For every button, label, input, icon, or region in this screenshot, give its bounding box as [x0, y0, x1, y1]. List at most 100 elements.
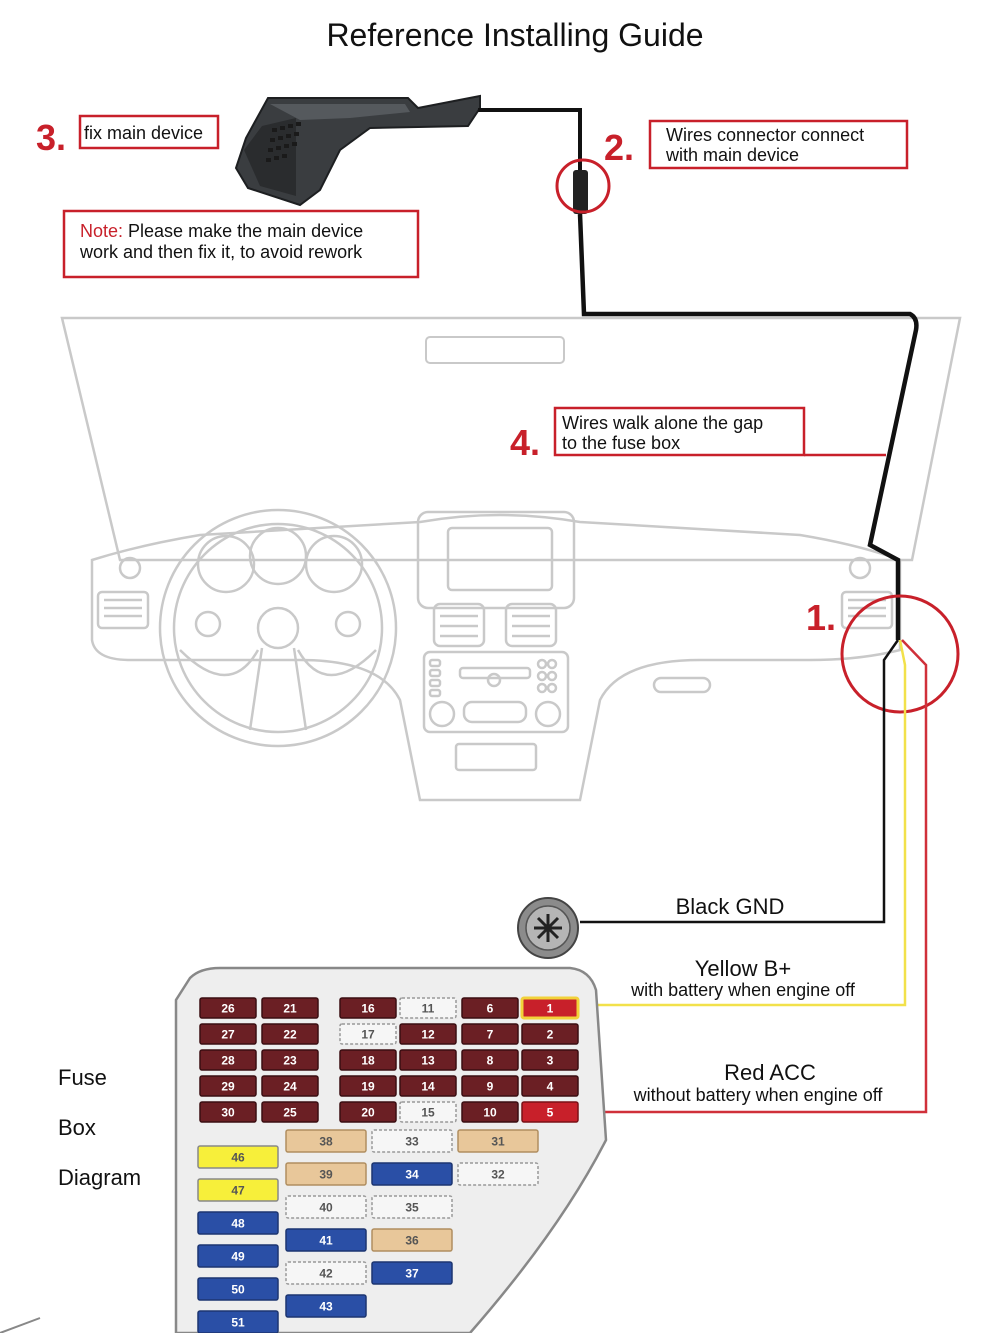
- fuse-label-32: 32: [491, 1168, 505, 1182]
- fuse-36: [371, 1228, 453, 1252]
- step4-line1: Wires walk alone the gap: [562, 413, 763, 433]
- fuse-label-19: 19: [361, 1080, 375, 1094]
- fuse-label-14: 14: [421, 1080, 435, 1094]
- fuse-12: [399, 1023, 457, 1045]
- fuse-label-10: 10: [483, 1106, 497, 1120]
- fuse-label-33: 33: [405, 1135, 419, 1149]
- fuse-4: [521, 1075, 579, 1097]
- fuse-21: [261, 997, 319, 1019]
- fuse-41: [285, 1228, 367, 1252]
- fuse-box-label-1: Fuse: [58, 1065, 107, 1090]
- step1-number: 1.: [806, 597, 836, 638]
- fuse-label-30: 30: [221, 1106, 235, 1120]
- fuse-label-36: 36: [405, 1234, 419, 1248]
- fuse-8: [461, 1049, 519, 1071]
- step4-line2: to the fuse box: [562, 433, 680, 453]
- fuse-label-28: 28: [221, 1054, 235, 1068]
- fuse-label-17: 17: [361, 1028, 375, 1042]
- step3-number: 3.: [36, 117, 66, 158]
- note-line2: work and then fix it, to avoid rework: [79, 242, 363, 262]
- step1-highlight-circle: [840, 594, 960, 714]
- fuse-label-40: 40: [319, 1201, 333, 1215]
- fuse-label-43: 43: [319, 1300, 333, 1314]
- fuse-37: [371, 1261, 453, 1285]
- fuse-label-9: 9: [487, 1080, 494, 1094]
- fuse-label-15: 15: [421, 1106, 435, 1120]
- fuse-label-25: 25: [283, 1106, 297, 1120]
- fuse-label-20: 20: [361, 1106, 375, 1120]
- wire-along-windshield: [577, 213, 919, 640]
- fuse-9: [461, 1075, 519, 1097]
- fuse-label-13: 13: [421, 1054, 435, 1068]
- steering-wheel: [158, 508, 398, 748]
- note-line1: Note: Please make the main device: [80, 221, 363, 241]
- fuse-7: [461, 1023, 519, 1045]
- step4-number: 4.: [510, 422, 540, 463]
- red-acc-label: Red ACC: [724, 1060, 816, 1085]
- fuse-label-39: 39: [319, 1168, 333, 1182]
- center-console: [416, 510, 576, 772]
- fuse-label-11: 11: [422, 1002, 435, 1016]
- fuse-42: [285, 1261, 367, 1285]
- fuse-38: [285, 1129, 367, 1153]
- fuse-label-2: 2: [547, 1028, 554, 1042]
- fuse-11: [399, 997, 457, 1019]
- wire-red-acc: [580, 639, 928, 1114]
- yellow-bplus-label: Yellow B+: [695, 956, 791, 981]
- fuse-label-48: 48: [231, 1217, 245, 1231]
- fuse-27: [199, 1023, 257, 1045]
- ground-bolt-icon: [517, 897, 579, 959]
- fuse-label-27: 27: [221, 1028, 235, 1042]
- fuse-49: [197, 1244, 279, 1268]
- fuse-34: [371, 1162, 453, 1186]
- fuse-25: [261, 1101, 319, 1123]
- fuse-label-4: 4: [547, 1080, 554, 1094]
- fuse-20: [339, 1101, 397, 1123]
- fuse-label-37: 37: [405, 1267, 419, 1281]
- fuse-23: [261, 1049, 319, 1071]
- fuse-22: [261, 1023, 319, 1045]
- fuse-2: [521, 1023, 579, 1045]
- fuse-13: [399, 1049, 457, 1071]
- fuse-label-12: 12: [421, 1028, 435, 1042]
- fuse-48: [197, 1211, 279, 1235]
- note-prefix: Note:: [80, 221, 123, 241]
- step3-label: fix main device: [84, 123, 203, 143]
- fuse-10: [461, 1101, 519, 1123]
- note-line1-text: Please make the main device: [123, 221, 363, 241]
- fuse-24: [261, 1075, 319, 1097]
- fuse-label-21: 21: [283, 1002, 297, 1016]
- fuse-label-6: 6: [487, 1002, 494, 1016]
- fuse-label-22: 22: [283, 1028, 297, 1042]
- fuse-14: [399, 1075, 457, 1097]
- fuse-label-8: 8: [487, 1054, 494, 1068]
- step2-number: 2.: [604, 127, 634, 168]
- fuse-label-18: 18: [361, 1054, 375, 1068]
- fuse-31: [457, 1129, 539, 1153]
- step2-box: [648, 119, 909, 170]
- fuse-6: [461, 997, 519, 1019]
- fuse-label-26: 26: [221, 1002, 235, 1016]
- fuse-label-5: 5: [547, 1106, 554, 1120]
- fuse-35: [371, 1195, 453, 1219]
- fuse-label-31: 31: [491, 1135, 505, 1149]
- fuse-label-35: 35: [405, 1201, 419, 1215]
- fuse-33: [371, 1129, 453, 1153]
- fuse-43: [285, 1294, 367, 1318]
- fuse-box-edge: [0, 1317, 41, 1333]
- windshield-outline: [60, 316, 962, 562]
- fuse-label-24: 24: [283, 1080, 297, 1094]
- fuse-1: [520, 996, 580, 1020]
- yellow-bplus-sublabel: with battery when engine off: [630, 980, 856, 1000]
- fuse-label-16: 16: [361, 1002, 375, 1016]
- fuse-box-label-3: Diagram: [58, 1165, 141, 1190]
- step4-box: [553, 406, 806, 457]
- fuse-50: [197, 1277, 279, 1301]
- fuse-28: [199, 1049, 257, 1071]
- fuse-39: [285, 1162, 367, 1186]
- fuse-17: [339, 1023, 397, 1045]
